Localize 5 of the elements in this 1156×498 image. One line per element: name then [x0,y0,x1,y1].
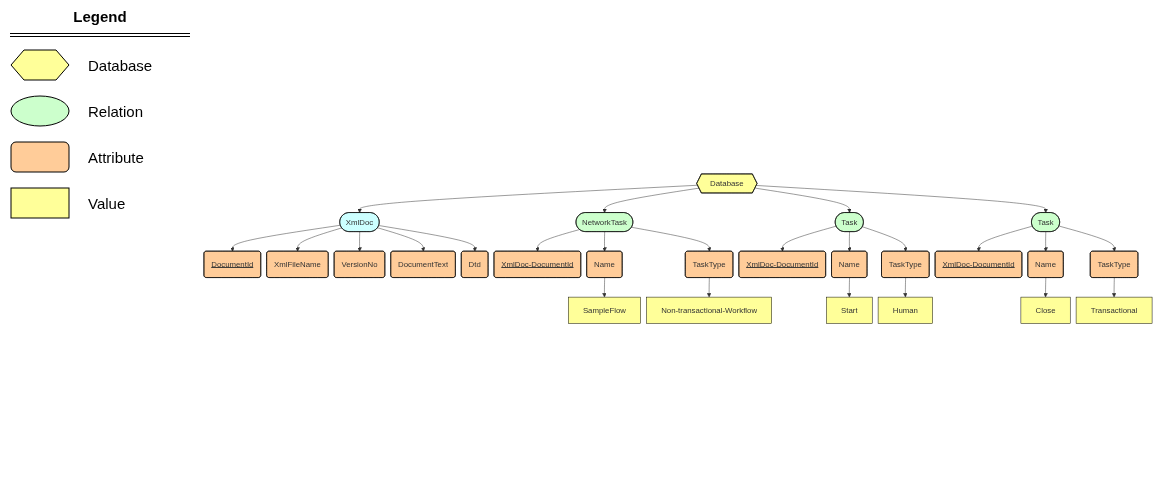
legend-label: Database [88,56,153,74]
legend-label: Relation [88,102,144,120]
legend-label: Value [88,194,126,212]
legend-title: Legend [10,8,190,37]
legend-label: Attribute [88,148,144,166]
